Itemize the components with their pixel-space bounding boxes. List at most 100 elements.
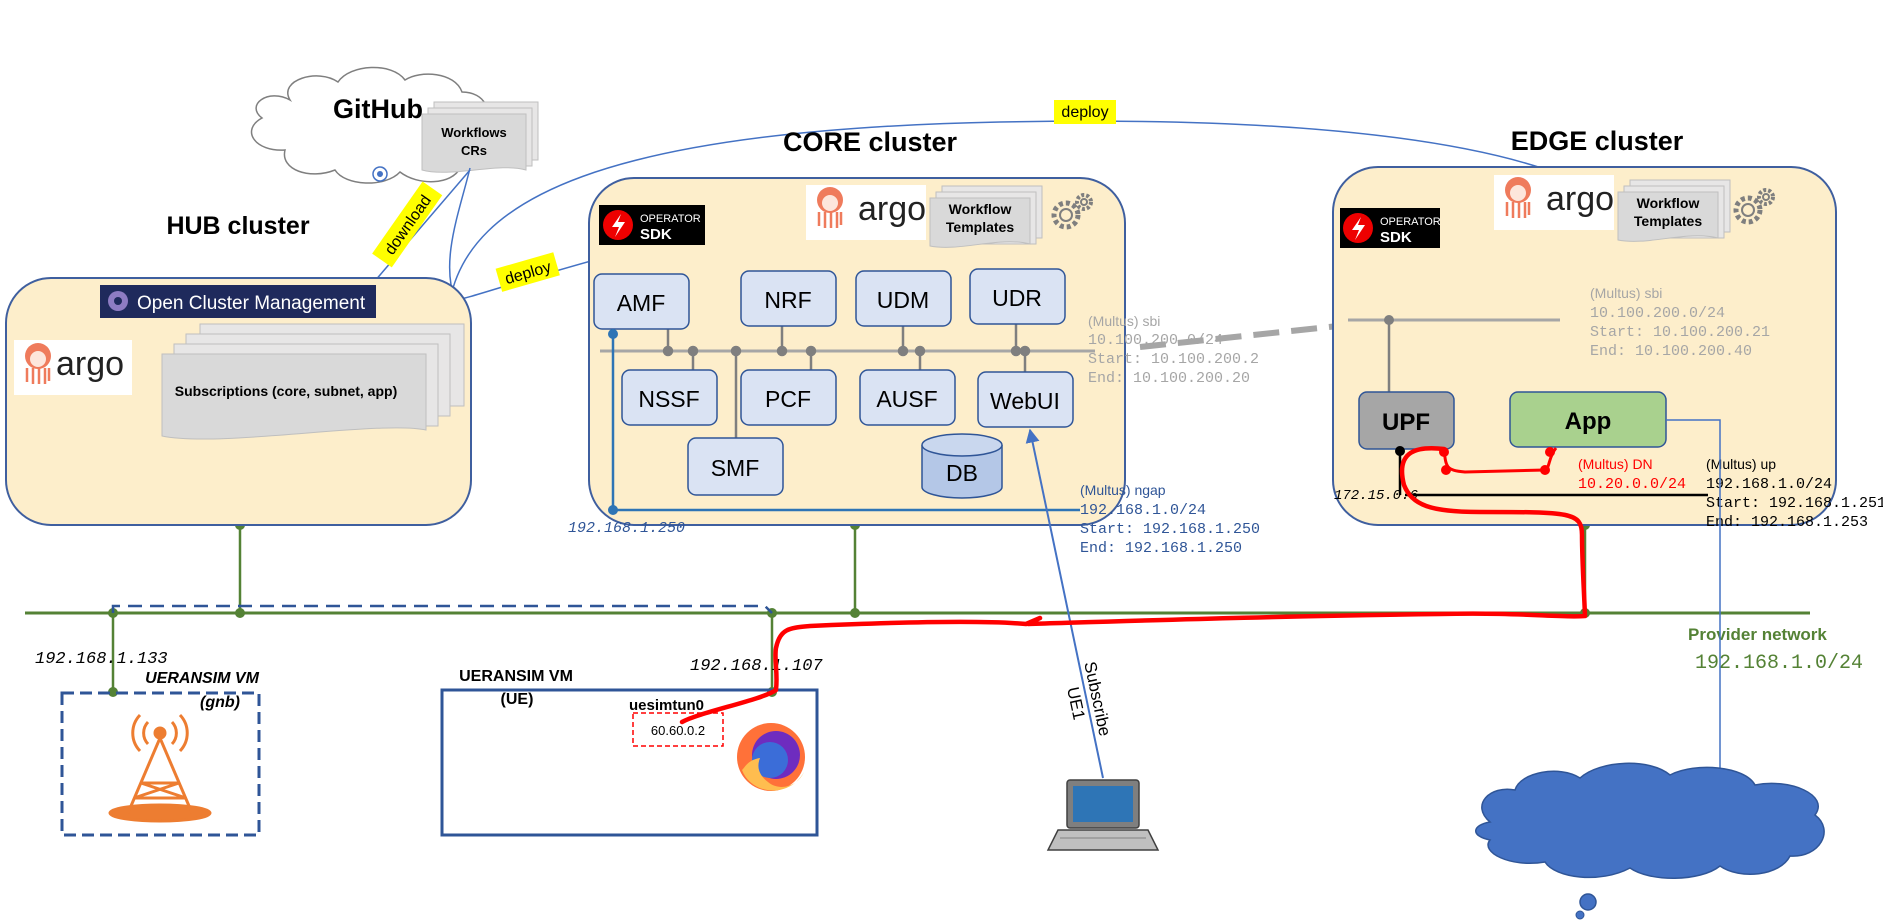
svg-text:UDR: UDR [992,285,1042,311]
app-internet-link [1666,419,1721,785]
svg-text:UPF: UPF [1382,409,1430,436]
edge-argo-text: argo [1546,180,1614,218]
edge-operator-sdk-logo: OPERATOR SDK [1340,208,1441,248]
svg-text:(Multus) sbi: (Multus) sbi [1088,313,1160,329]
core-operator-sdk-logo: OPERATOR SDK [599,205,705,245]
core-argo-logo: argo [806,185,926,240]
core-sbi-label: (Multus) sbi 10.100.200.0/24 Start: 10.1… [1088,313,1259,387]
gnb-vm-subtitle: (gnb) [200,694,240,711]
edge-cluster-box [1332,166,1837,526]
svg-text:App: App [1565,408,1612,435]
ue-vm: 192.168.1.107 UERANSIM VM (UE) uesimtun0… [440,657,823,837]
svg-text:Start: 10.100.200.2: Start: 10.100.200.2 [1088,351,1259,368]
upf-ip: 172.15.0.6 [1334,488,1418,504]
firefox-icon [733,716,811,796]
workflows-crs-line2: CRs [461,143,487,158]
node-dot [108,687,118,697]
svg-text:SDK: SDK [1380,229,1412,246]
svg-text:NRF: NRF [764,287,811,313]
core-ngap-label: (Multus) ngap 192.168.1.0/24 Start: 192.… [1080,482,1260,557]
svg-text:10.20.0.0/24: 10.20.0.0/24 [1578,476,1686,493]
core-cluster: CORE cluster OPERATOR SDK argo Workflow … [568,127,1260,557]
svg-text:PCF: PCF [765,386,811,412]
edge-cluster-title: EDGE cluster [1511,126,1684,156]
svg-text:End: 10.100.200.40: End: 10.100.200.40 [1590,343,1752,360]
ue-vm-ip: 192.168.1.107 [690,657,823,676]
ue-vm-subtitle: (UE) [501,691,534,708]
nf-pcf: PCF [740,369,837,426]
svg-text:UDM: UDM [877,287,929,313]
hub-argo-text: argo [56,345,124,383]
tun-ip-box [632,712,724,747]
github-logo-text: GitHub [333,94,423,124]
edge-argo-logo: argo [1494,175,1614,230]
node-dot [235,608,245,618]
svg-text:End: 192.168.1.253: End: 192.168.1.253 [1706,514,1868,531]
sbi-intercluster-link [1139,323,1339,350]
gears-icon [1051,193,1093,230]
svg-text:(Multus) ngap: (Multus) ngap [1080,482,1166,498]
tun-ip: 60.60.0.2 [651,723,705,738]
svg-text:Templates: Templates [1634,213,1702,229]
core-sbi-connectors [662,322,1031,438]
workflows-crs-line1: Workflows [441,125,507,140]
svg-text:DB: DB [946,460,978,486]
laptop-icon [1046,779,1160,851]
gnb-ue-dashed-link [111,604,773,614]
workflows-crs-doc: Workflows CRs [421,101,539,173]
user-plane-path [679,445,1588,725]
deploy-edge-arrow [449,120,1596,301]
ocm-label: Open Cluster Management [137,293,366,314]
svg-text:WebUI: WebUI [990,388,1060,414]
svg-text:192.168.1.0/24: 192.168.1.0/24 [1080,502,1206,519]
core-cluster-title: CORE cluster [783,127,958,157]
core-workflow-templates-doc: Workflow Templates [929,185,1043,248]
deploy-core-label: deploy [495,252,560,292]
svg-text:Start: 10.100.200.21: Start: 10.100.200.21 [1590,324,1770,341]
nf-nssf: NSSF [621,369,718,426]
gnb-vm-title: UERANSIM VM [145,670,259,687]
github-cloud: GitHub Workflows CRs [250,66,539,184]
provider-network: Provider network 192.168.1.0/24 [25,520,1863,697]
edge-workflow-templates-doc: Workflow Templates [1617,179,1731,242]
internet-cloud-shape [1475,762,1825,879]
svg-text:(Multus) up: (Multus) up [1706,456,1776,472]
nf-ausf: AUSF [859,369,956,426]
svg-text:(Multus) sbi: (Multus) sbi [1590,285,1662,301]
hub-cluster-title: HUB cluster [166,212,309,240]
svg-text:AUSF: AUSF [876,386,937,412]
nf-amf: AMF [593,273,690,330]
svg-text:Start: 192.168.1.250: Start: 192.168.1.250 [1080,521,1260,538]
nf-smf: SMF [687,437,784,496]
node-dot [850,608,860,618]
svg-text:(Multus) DN: (Multus) DN [1578,456,1653,472]
core-argo-text: argo [858,190,926,228]
svg-text:SMF: SMF [711,455,760,481]
edge-cluster: EDGE cluster OPERATOR SDK argo Workflow … [1332,126,1837,526]
ue-vm-box [440,688,819,837]
provider-network-subnet: 192.168.1.0/24 [1695,652,1863,675]
deploy-edge-label: deploy [1061,104,1108,121]
svg-text:End: 192.168.1.250: End: 192.168.1.250 [1080,540,1242,557]
edge-up-label: (Multus) up 192.168.1.0/24 Start: 192.16… [1706,456,1883,531]
svg-text:SDK: SDK [640,226,672,243]
hub-cluster: HUB cluster Open Cluster Management argo… [5,212,472,526]
edge-sbi-label: (Multus) sbi 10.100.200.0/24 Start: 10.1… [1590,285,1770,360]
svg-text:OPERATOR: OPERATOR [1380,216,1441,228]
app-box: App [1509,391,1667,448]
amf-ip: 192.168.1.250 [568,520,685,537]
nf-udm: UDM [855,270,952,327]
edge-dn-label: (Multus) DN 10.20.0.0/24 [1578,456,1686,493]
ocm-banner [100,285,376,318]
deploy-edge-highlight [1054,100,1116,124]
subscribe-arrow [1025,428,1104,779]
download-label: download [372,181,443,268]
gnb-vm-ip: 192.168.1.133 [35,650,168,669]
svg-text:AMF: AMF [617,290,666,316]
svg-text:Workflow: Workflow [949,201,1012,217]
svg-text:Templates: Templates [946,219,1014,235]
internet-cloud [1475,762,1825,920]
uesimtun-label: uesimtun0 [629,697,704,714]
